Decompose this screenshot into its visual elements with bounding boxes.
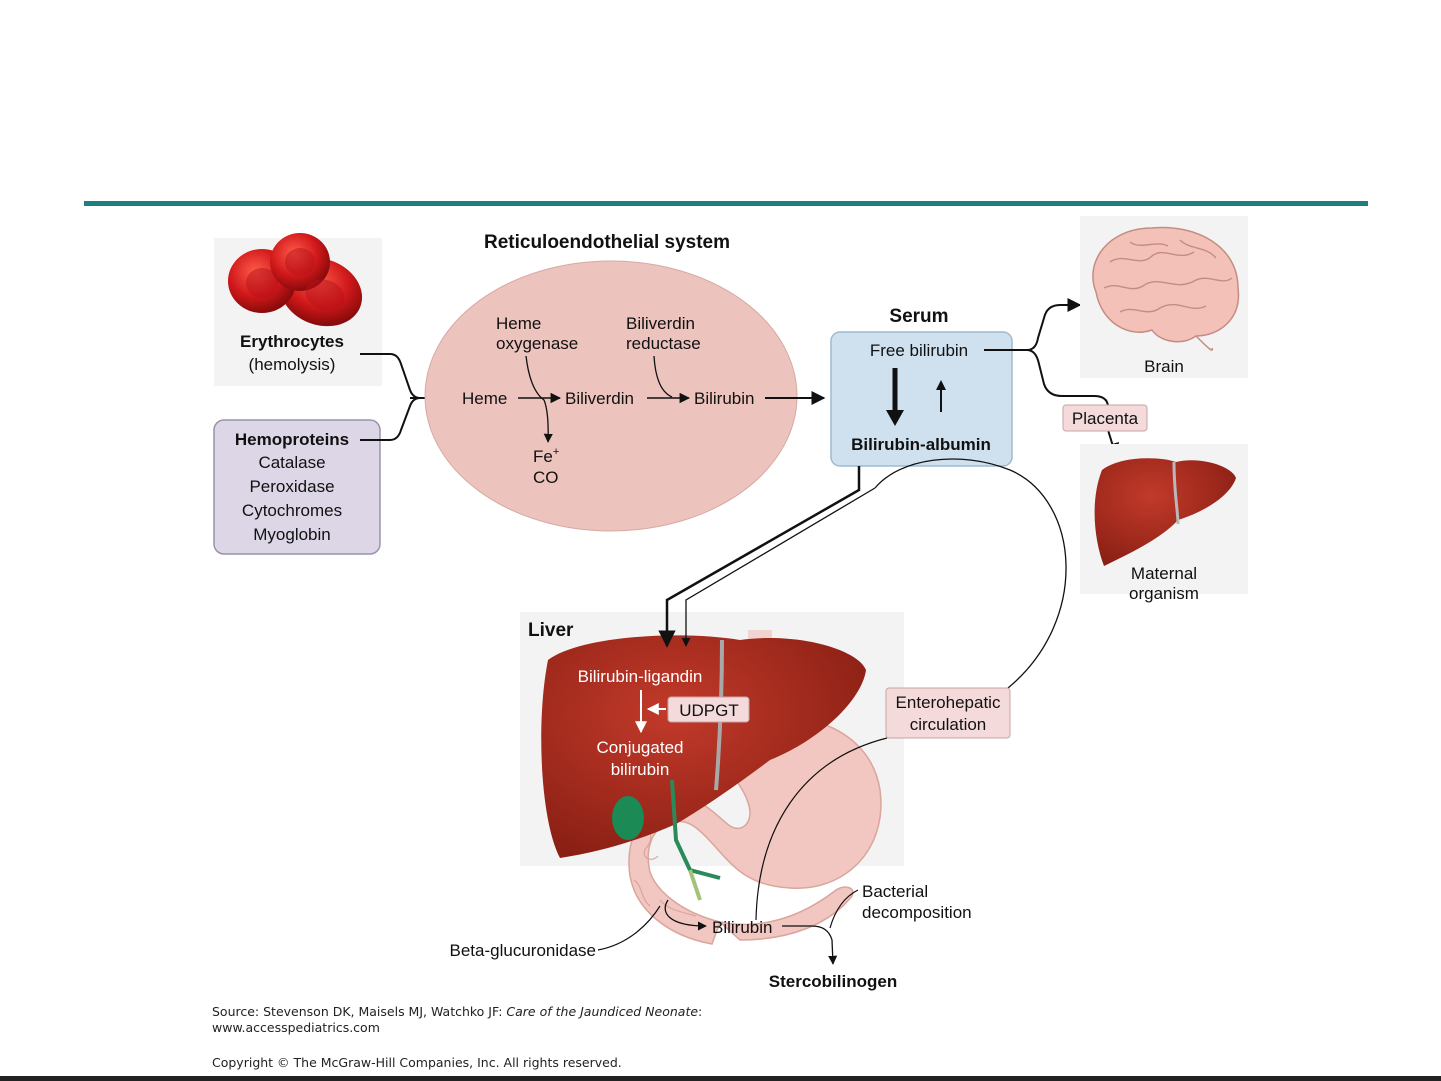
serum-box [830, 331, 1013, 467]
free-to-liver-arrow [681, 487, 876, 647]
heme-oxygenase-label-line1: Heme [496, 314, 541, 333]
udpgt-label: UDPGT [679, 701, 739, 720]
biliverdin-reductase-arrow [653, 355, 673, 398]
to-stercobilinogen-arrow [782, 925, 838, 965]
heme-label: Heme [462, 389, 507, 408]
bottom-border [0, 1076, 1441, 1081]
liver-panel: Liver Bilirubin-ligandin UDPGT Conjugate… [520, 612, 904, 945]
binding-equilibrium-arrows [886, 368, 946, 426]
source-prefix: Source: Stevenson DK, Maisels MJ, Watchk… [212, 1004, 507, 1019]
bacterial-pointer [829, 889, 859, 929]
conjugated-label-line1: Conjugated [597, 738, 684, 757]
enterohepatic-return-line [874, 458, 1067, 689]
bilirubin-ligandin-label: Bilirubin-ligandin [578, 667, 703, 686]
fe-label: Fe+ [533, 446, 559, 466]
enterohepatic-intestine-line [755, 737, 888, 921]
enterohepatic-tag [885, 687, 1011, 739]
maternal-liver-icon [1094, 458, 1236, 566]
hemoproteins-panel: Hemoproteins Catalase Peroxidase Cytochr… [213, 419, 381, 555]
brain-icon [1092, 226, 1240, 351]
maternal-label-line1: Maternal [1131, 564, 1197, 583]
biliverdin-reductase-label-line1: Biliverdin [626, 314, 695, 333]
source-suffix: : [698, 1004, 703, 1019]
enterohepatic-label-line1: Enterohepatic [896, 693, 1001, 712]
heme-oxygenase-label-line2: oxygenase [496, 334, 578, 353]
brain-panel: Brain [1080, 216, 1248, 378]
bacterial-label-line2: decomposition [862, 903, 972, 922]
enterohepatic-label-line2: circulation [910, 715, 987, 734]
liver-title: Liver [528, 620, 574, 641]
beta-glucuronidase-pointer [597, 905, 661, 951]
maternal-label-line2: organism [1129, 584, 1199, 603]
biliverdin-reductase-label-line2: reductase [626, 334, 701, 353]
bilirubin-albumin-label: Bilirubin-albumin [851, 435, 991, 454]
placenta-label: Placenta [1072, 409, 1139, 428]
hemolysis-label: (hemolysis) [249, 355, 336, 374]
maternal-organism-panel: Maternal organism [1080, 444, 1248, 603]
to-brain-arrow [1026, 298, 1082, 351]
conjugated-label-line2: bilirubin [611, 760, 670, 779]
stomach-icon [628, 715, 882, 945]
re-system-ellipse [424, 260, 798, 532]
placenta-tag [1062, 404, 1148, 432]
beta-glucuronidase-label: Beta-glucuronidase [450, 941, 596, 960]
source-book-title: Care of the Jaundiced Neonate [506, 1004, 699, 1019]
re-system-title: Reticuloendothelial system [484, 232, 730, 253]
source-citation: Source: Stevenson DK, Maisels MJ, Watchk… [212, 1004, 702, 1036]
heme-oxygenase-arrow [525, 355, 553, 443]
co-label: CO [533, 468, 559, 487]
brain-label: Brain [1144, 357, 1184, 376]
erythrocytes-label: Erythrocytes [240, 332, 344, 351]
free-bilirubin-label: Free bilirubin [870, 341, 968, 360]
erythrocytes-panel: Erythrocytes (hemolysis) [214, 233, 382, 386]
intestine-bilirubin-label: Bilirubin [712, 918, 772, 937]
peroxidase-label: Peroxidase [249, 477, 334, 496]
liver-icon [541, 635, 866, 901]
biliverdin-label: Biliverdin [565, 389, 634, 408]
catalase-label: Catalase [258, 453, 325, 472]
cytochromes-label: Cytochromes [242, 501, 342, 520]
header-rule [84, 201, 1368, 206]
myoglobin-label: Myoglobin [253, 525, 331, 544]
to-placenta-line [1026, 349, 1109, 407]
stercobilinogen-label: Stercobilinogen [769, 972, 897, 991]
intestine-bilirubin-arrow [664, 899, 707, 931]
bacterial-label-line1: Bacterial [862, 882, 928, 901]
udpgt-tag [667, 696, 750, 723]
copyright-notice: Copyright © The McGraw-Hill Companies, I… [212, 1055, 622, 1070]
serum-title: Serum [889, 306, 948, 327]
hemoproteins-label: Hemoproteins [235, 430, 349, 449]
bilirubin-re-label: Bilirubin [694, 389, 754, 408]
albumin-to-liver-arrow [658, 466, 861, 648]
red-blood-cells-icon [228, 233, 363, 327]
source-url: www.accesspediatrics.com [212, 1020, 380, 1035]
